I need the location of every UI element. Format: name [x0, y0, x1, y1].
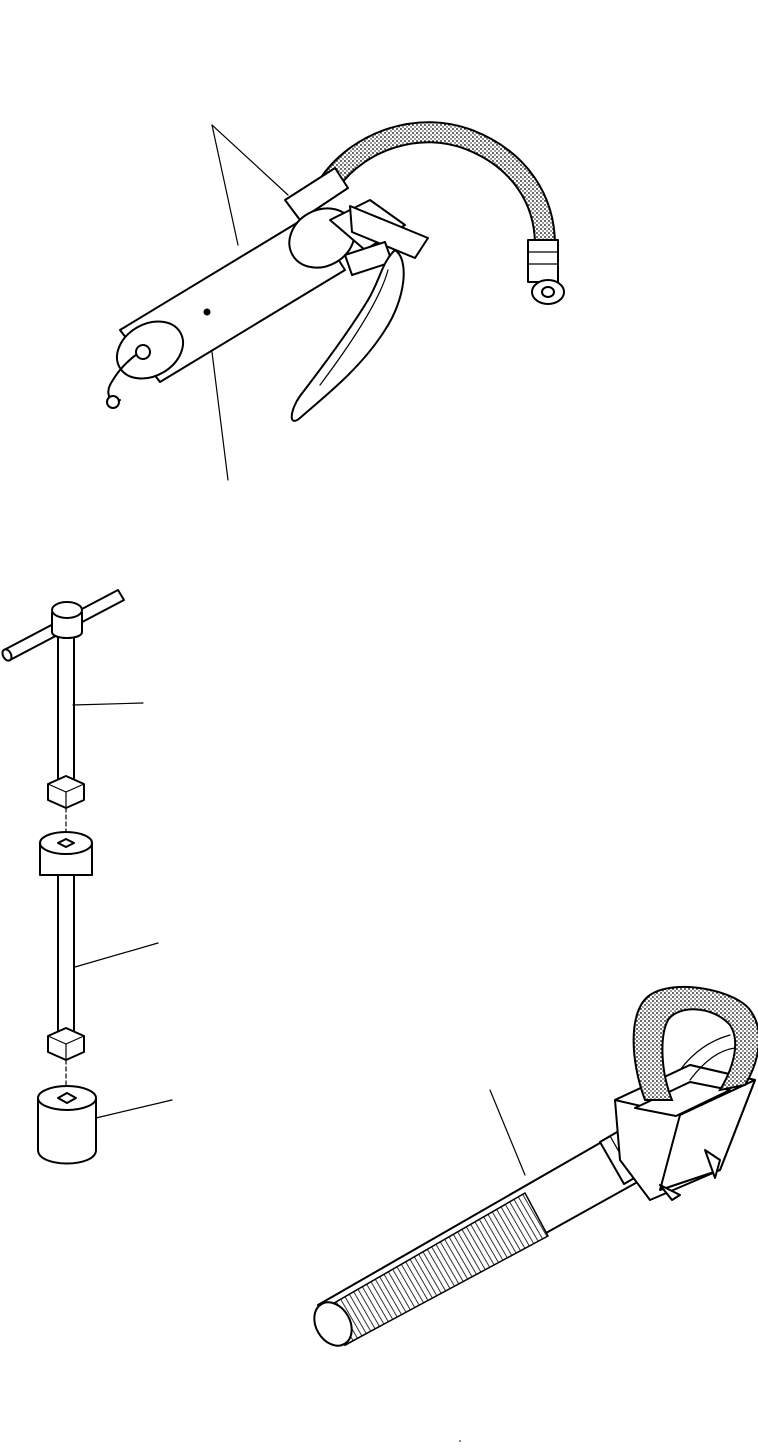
rod-tip [313, 1301, 353, 1347]
extension-shaft [57, 874, 75, 1036]
lever-edge [319, 269, 389, 386]
strap-loop [632, 985, 758, 1101]
leader-line [211, 124, 239, 246]
t-hub [51, 612, 83, 639]
bracket-foot [704, 1149, 721, 1179]
bracket-side [659, 1079, 756, 1191]
socket [37, 1085, 173, 1165]
drive-edge [47, 783, 67, 793]
socket-square-hole [57, 1092, 77, 1104]
extension-bar [39, 831, 159, 1061]
strap-fold [679, 1034, 731, 1071]
bracket-opening [634, 1081, 731, 1117]
t-bar-end [1, 648, 13, 662]
leader-line [95, 1099, 173, 1119]
leader-line [211, 124, 289, 196]
coupler-bore [541, 286, 555, 298]
strap-fold [689, 1047, 736, 1081]
drive-edge [65, 783, 85, 793]
leader-line [74, 942, 159, 968]
hose [321, 123, 554, 254]
wrench-shaft [57, 617, 75, 784]
t-hub-top [51, 601, 83, 619]
threaded-section [320, 1191, 550, 1346]
bracket-foot [659, 1184, 681, 1201]
drive-edge [47, 1035, 67, 1045]
label-dot [203, 308, 211, 316]
rod-cap [135, 344, 151, 360]
lever-pivot-plate [349, 205, 429, 259]
leader-line [489, 1089, 526, 1176]
leader-line [72, 702, 144, 706]
grease-gun [106, 121, 565, 481]
pry-tool [313, 985, 758, 1347]
socket-wrench [1, 589, 144, 809]
rod-knob [106, 395, 120, 409]
hose-coupler [527, 239, 559, 283]
drive-edge [65, 1035, 85, 1045]
gun-nozzle [284, 167, 349, 221]
square-recess [57, 838, 75, 848]
socket-body [37, 1098, 97, 1165]
gun-lever [290, 249, 405, 422]
speck [459, 1440, 461, 1442]
